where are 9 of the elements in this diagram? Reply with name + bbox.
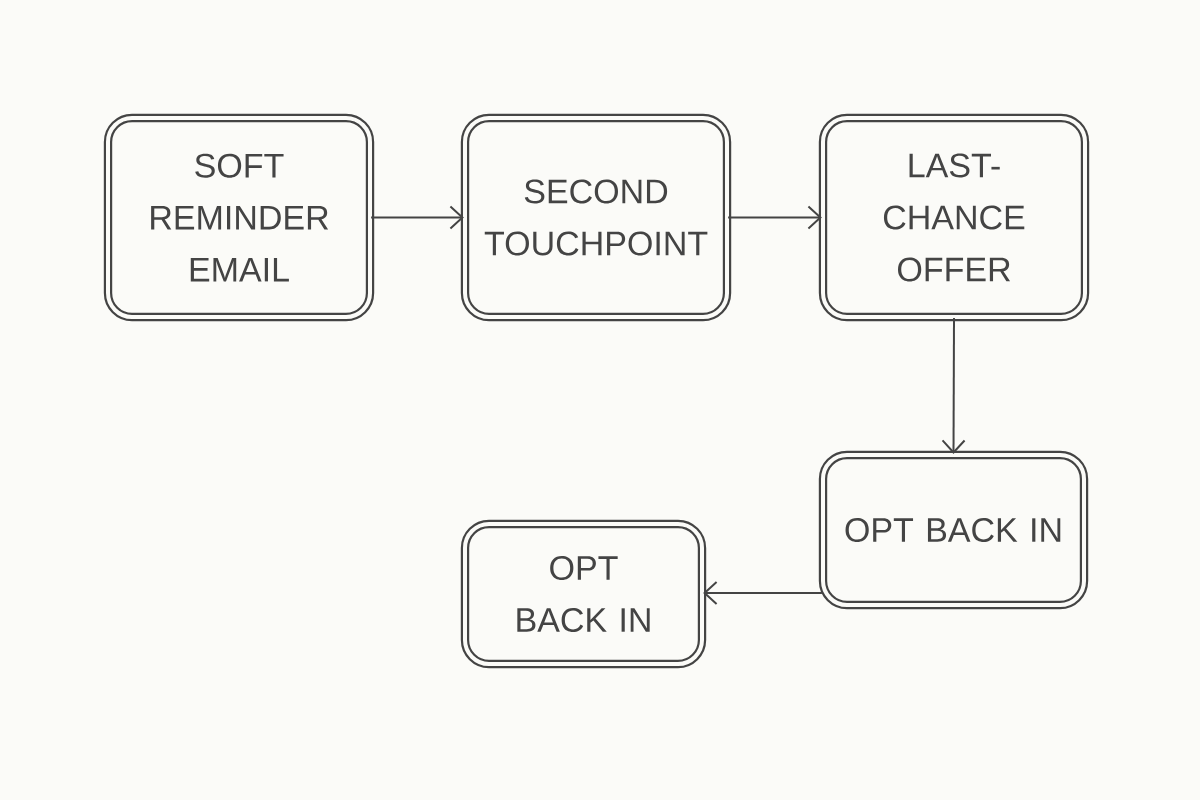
arrow [370,205,464,230]
process-box: SOFT REMINDER EMAIL [103,113,375,322]
process-box: LAST-CHANCE OFFER [818,113,1090,322]
process-box: OPT BACK IN [460,519,707,669]
arrow [703,581,823,605]
arrow [727,205,822,230]
process-box: OPT BACK IN [818,450,1089,610]
process-box: SECOND TOUCHPOINT [460,113,732,322]
arrow [941,317,966,454]
